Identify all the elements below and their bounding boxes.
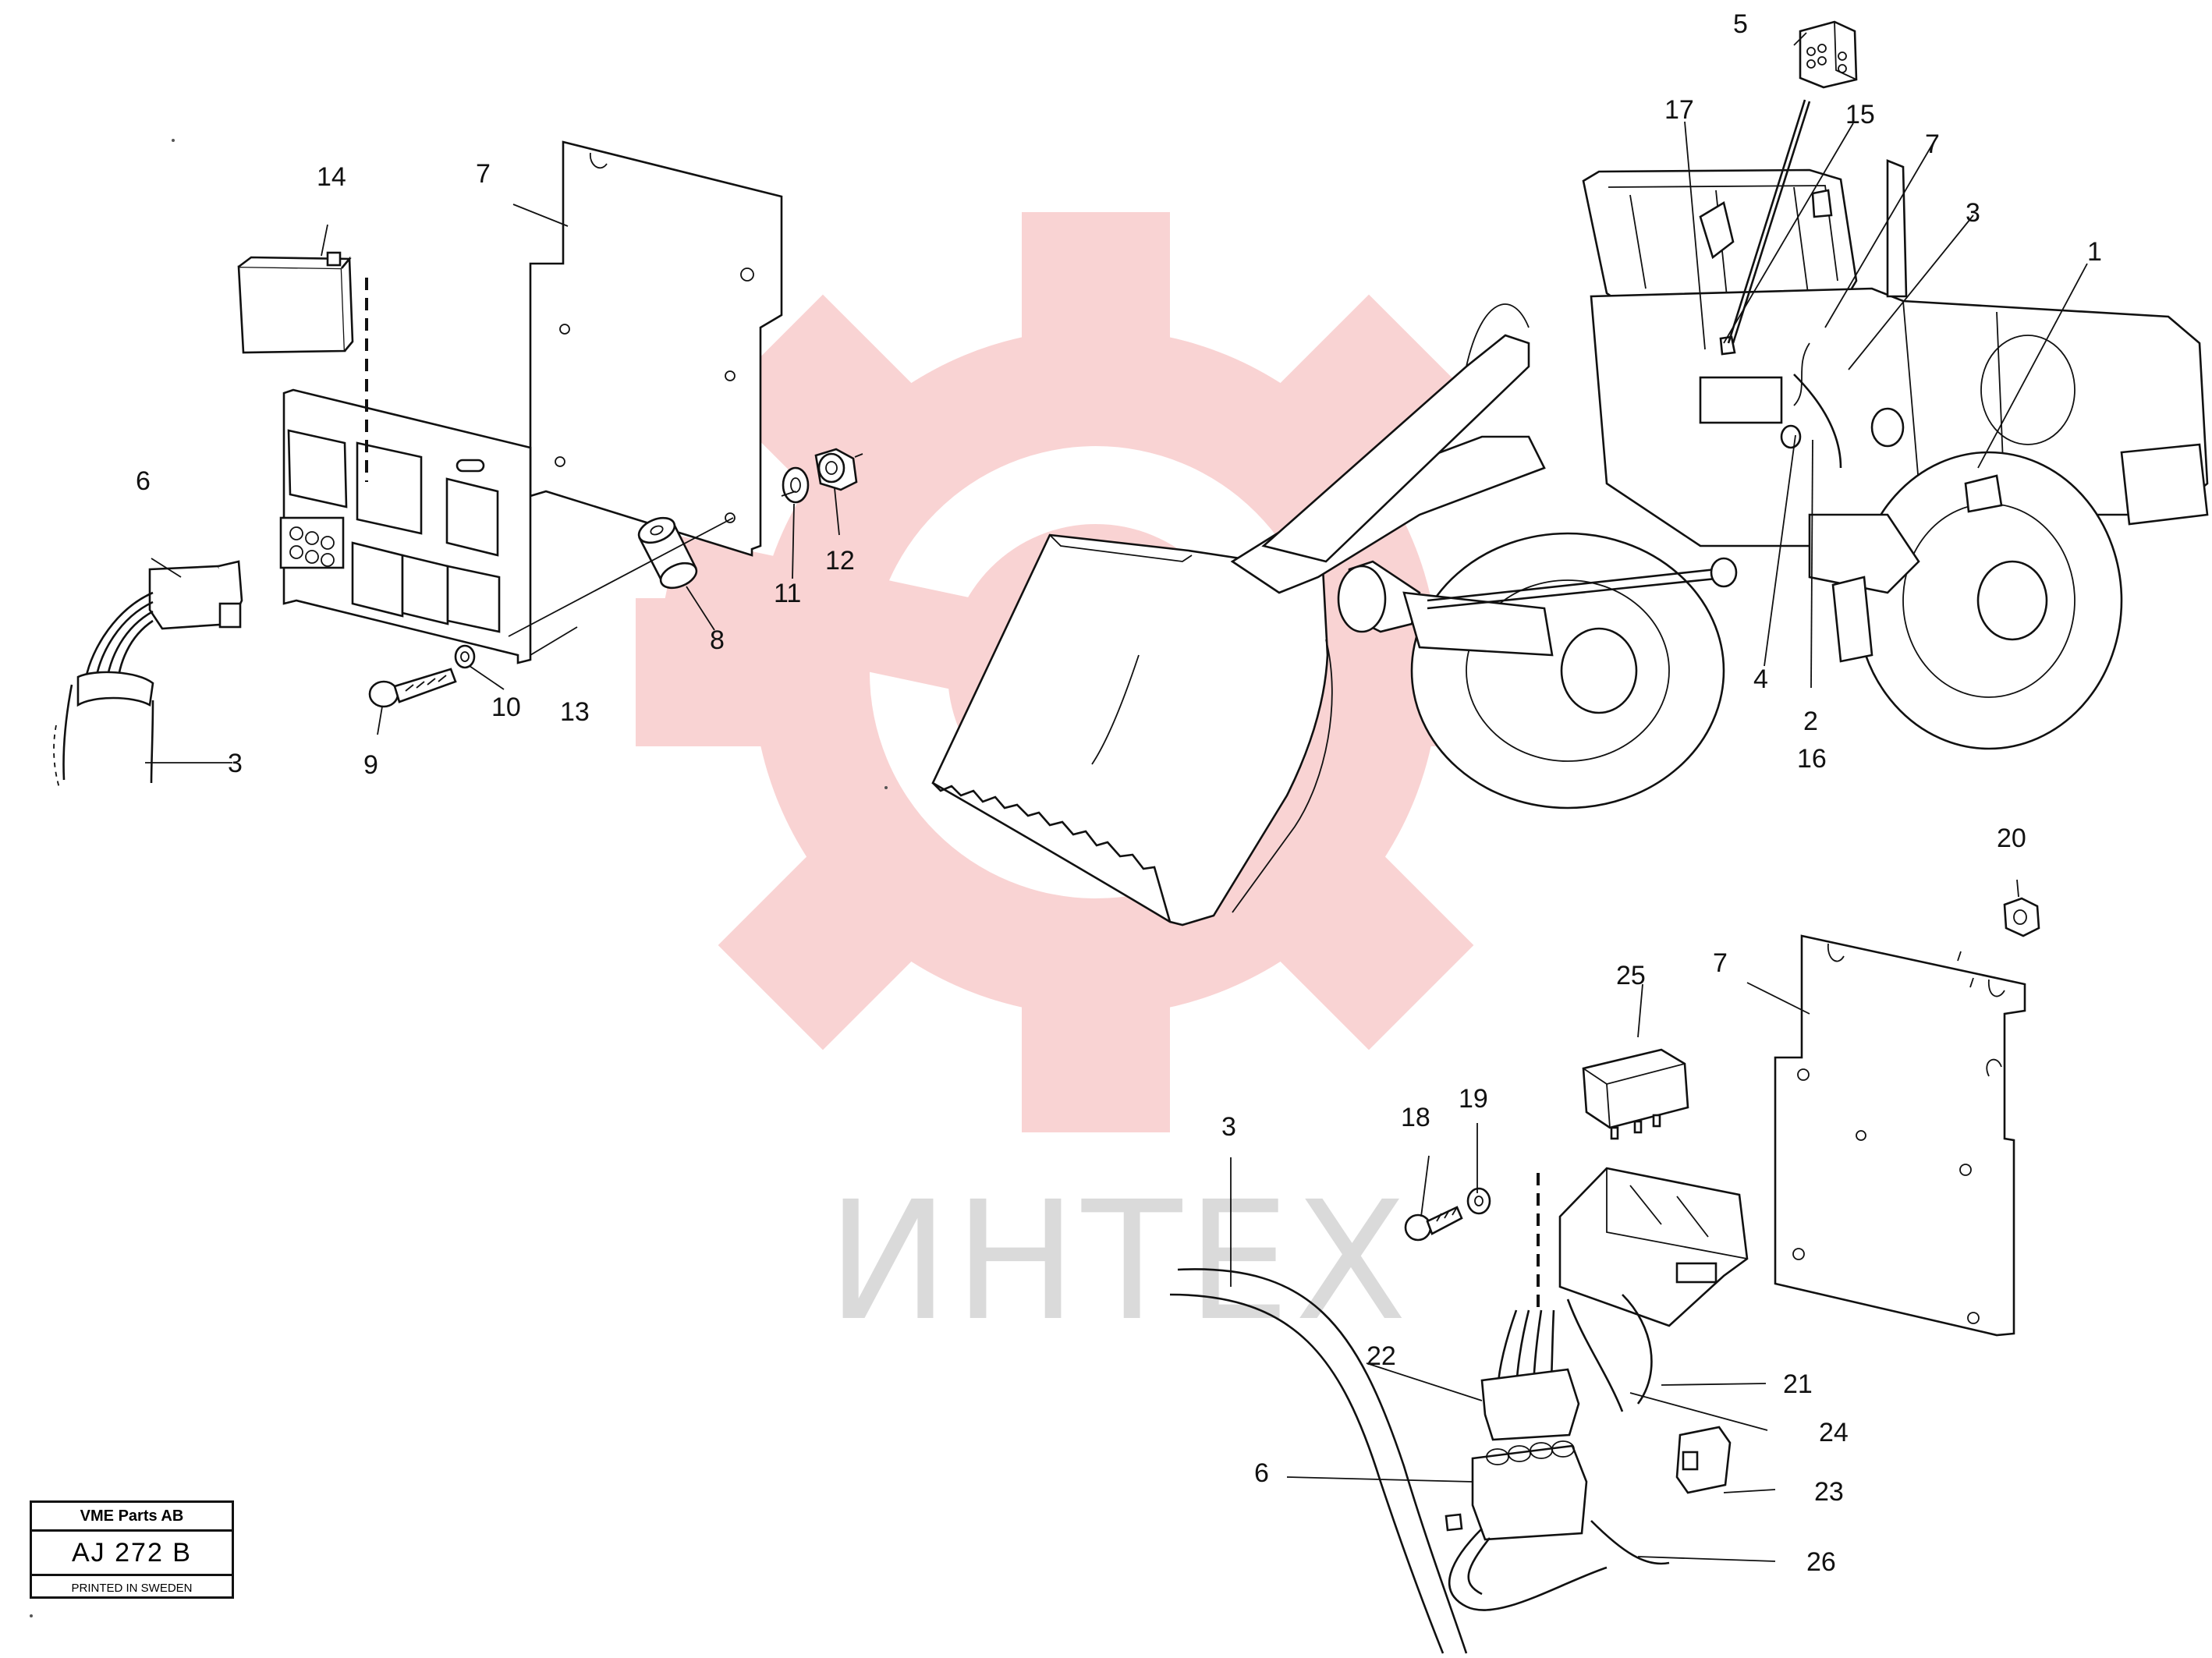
callout-25: 25 bbox=[1616, 961, 1646, 990]
callout-12: 12 bbox=[825, 546, 855, 576]
callout-10: 10 bbox=[491, 693, 521, 722]
callout-14: 14 bbox=[317, 162, 346, 192]
callout-5: 5 bbox=[1733, 9, 1748, 39]
callout-13: 13 bbox=[560, 697, 590, 727]
callout-6-lower: 6 bbox=[1254, 1458, 1269, 1488]
washer-11 bbox=[782, 466, 810, 504]
wire-harness-right bbox=[1169, 1268, 1732, 1654]
callout-8: 8 bbox=[710, 625, 725, 655]
callout-1: 1 bbox=[2087, 237, 2102, 267]
callout-3-left: 3 bbox=[228, 749, 243, 778]
title-block: VME Parts AB AJ 272 B PRINTED IN SWEDEN bbox=[30, 1500, 234, 1599]
connector-6-left bbox=[148, 560, 243, 630]
relay-14 bbox=[237, 251, 354, 354]
spacer-8 bbox=[637, 516, 698, 590]
callout-7-loader: 7 bbox=[1925, 129, 1940, 159]
callout-24: 24 bbox=[1819, 1418, 1849, 1447]
callout-19: 19 bbox=[1459, 1084, 1488, 1114]
screw-18 bbox=[1404, 1206, 1463, 1242]
callout-6-left: 6 bbox=[136, 466, 151, 496]
callout-7-lower: 7 bbox=[1713, 948, 1728, 978]
callout-3-lower: 3 bbox=[1221, 1112, 1236, 1142]
mounting-bracket-left bbox=[529, 140, 783, 557]
callout-15: 15 bbox=[1845, 100, 1875, 129]
callout-3-loader: 3 bbox=[1966, 198, 1980, 228]
control-unit-box bbox=[1699, 376, 1783, 424]
mounting-bracket-right bbox=[1774, 934, 2026, 1337]
callout-17: 17 bbox=[1664, 95, 1694, 125]
callout-7-left: 7 bbox=[476, 159, 491, 189]
callout-20: 20 bbox=[1997, 824, 2026, 853]
nut-12 bbox=[814, 448, 858, 491]
callout-2: 2 bbox=[1803, 707, 1818, 736]
leader-lines bbox=[145, 32, 2088, 1562]
callout-4: 4 bbox=[1753, 664, 1768, 694]
callout-9: 9 bbox=[363, 750, 378, 780]
callout-23: 23 bbox=[1814, 1477, 1844, 1507]
callout-18: 18 bbox=[1401, 1103, 1430, 1132]
board-relays bbox=[279, 429, 501, 633]
callout-16: 16 bbox=[1797, 744, 1827, 774]
screw-9 bbox=[368, 668, 457, 708]
nut-20 bbox=[2003, 897, 2040, 937]
wheel-loader bbox=[931, 99, 2209, 926]
washer-19 bbox=[1466, 1187, 1491, 1215]
connector-5 bbox=[1799, 20, 1858, 89]
callout-22: 22 bbox=[1367, 1341, 1396, 1371]
relay-25 bbox=[1582, 1048, 1689, 1140]
watermark-text: ИНТЕХ bbox=[827, 1166, 1412, 1357]
washer-10 bbox=[454, 644, 476, 669]
printed-note: PRINTED IN SWEDEN bbox=[71, 1582, 193, 1595]
callout-11: 11 bbox=[774, 579, 801, 608]
callout-21: 21 bbox=[1783, 1369, 1813, 1399]
relay-socket bbox=[1558, 1167, 1749, 1327]
company-name: VME Parts AB bbox=[32, 1503, 232, 1532]
drawing-code: AJ 272 B bbox=[32, 1532, 232, 1576]
callout-26: 26 bbox=[1806, 1547, 1836, 1577]
wire-harness-left bbox=[53, 591, 154, 788]
